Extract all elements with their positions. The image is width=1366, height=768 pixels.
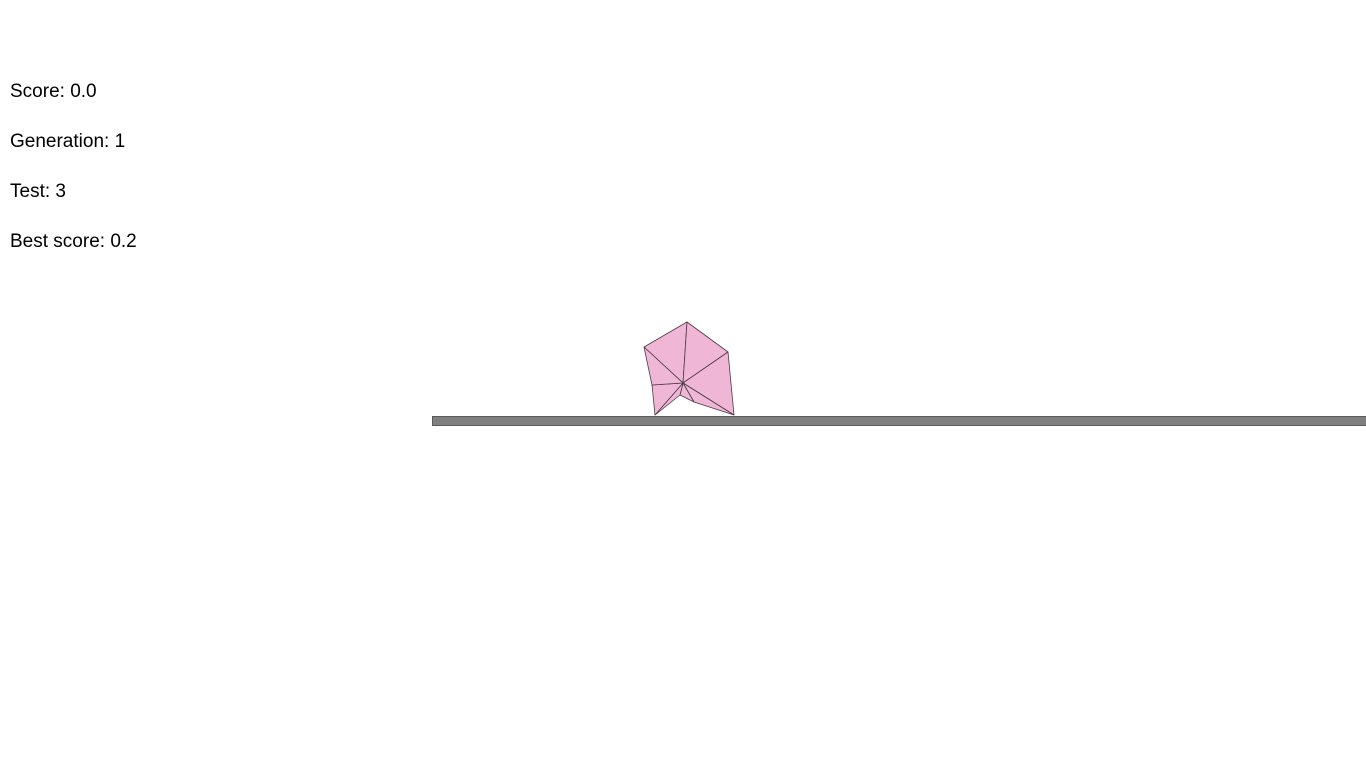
score-label: Score: xyxy=(10,81,71,102)
best-score-label: Best score: xyxy=(10,231,111,252)
ground-platform xyxy=(432,416,1366,426)
generation-value: 1 xyxy=(114,131,126,152)
score-readout: Score: 0.0 xyxy=(10,81,137,103)
test-readout: Test: 3 xyxy=(10,181,137,203)
generation-label: Generation: xyxy=(10,131,115,152)
best-score-readout: Best score: 0.2 xyxy=(10,231,137,253)
creature-triangle xyxy=(643,346,684,386)
generation-readout: Generation: 1 xyxy=(10,131,137,153)
score-value: 0.0 xyxy=(70,81,97,102)
creature xyxy=(643,321,735,416)
best-score-value: 0.2 xyxy=(110,231,137,252)
stats-panel: Score: 0.0 Generation: 1 Test: 3 Best sc… xyxy=(10,81,137,281)
test-value: 3 xyxy=(55,181,66,202)
creature-triangle xyxy=(651,382,684,416)
test-label: Test: xyxy=(10,181,56,202)
